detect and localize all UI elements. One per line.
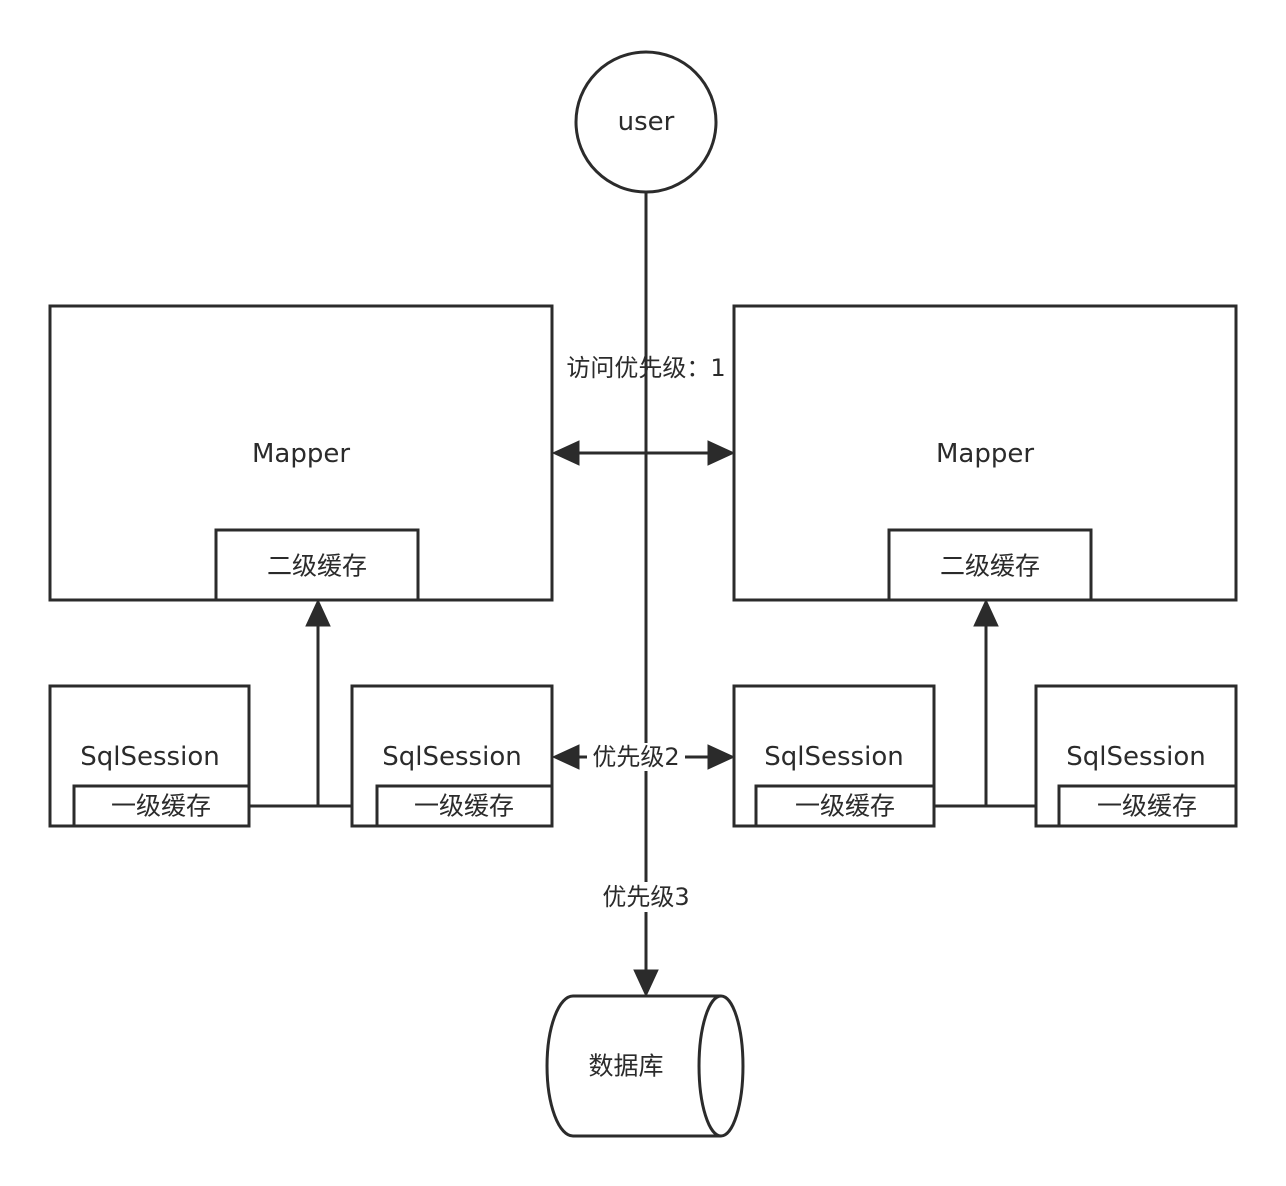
database-node: 数据库 <box>545 994 745 1138</box>
l2-cache-box: 二级缓存 <box>887 528 1093 602</box>
priority-2-label-group: 优先级2 <box>587 743 685 771</box>
l2-cache-label: 二级缓存 <box>267 552 367 581</box>
priority-3-label: 优先级3 <box>602 883 689 911</box>
mapper-title: Mapper <box>936 439 1034 469</box>
l2-cache-label: 二级缓存 <box>940 552 1040 581</box>
l1-cache-box: 一级缓存 <box>375 784 554 828</box>
priority-1-label: 访问优先级：1 <box>566 354 725 382</box>
priority-2-label: 优先级2 <box>592 743 679 771</box>
database-arrowhead <box>633 969 659 998</box>
mapper-right: Mapper 二级缓存 <box>732 304 1238 602</box>
sqlsession-title: SqlSession <box>382 742 521 772</box>
database-label: 数据库 <box>588 1052 663 1081</box>
database-cylinder-rim <box>697 994 722 1138</box>
sqlsession-4: SqlSession 一级缓存 <box>1034 684 1238 828</box>
mapper-left: Mapper 二级缓存 <box>48 304 554 602</box>
sqlsession-title: SqlSession <box>1066 742 1205 772</box>
sqlsession-title: SqlSession <box>80 742 219 772</box>
sqlsession-title: SqlSession <box>764 742 903 772</box>
l2-cache-box: 二级缓存 <box>214 528 420 602</box>
l1-cache-label: 一级缓存 <box>795 792 895 821</box>
sqlsession-2: SqlSession 一级缓存 <box>350 684 554 828</box>
user-label: user <box>618 107 675 137</box>
left-l2-cache-arrowhead <box>305 598 331 627</box>
priority-3-label-group: 优先级3 <box>597 882 695 912</box>
sqlsession-1: SqlSession 一级缓存 <box>48 684 251 828</box>
mapper-link-right-arrowhead <box>707 440 736 466</box>
session-link-right-arrowhead <box>707 744 736 770</box>
user-circle <box>574 50 718 194</box>
sqlsession-3: SqlSession 一级缓存 <box>732 684 936 828</box>
l1-cache-box: 一级缓存 <box>754 784 936 828</box>
session-link-left-arrowhead <box>551 744 580 770</box>
l1-cache-label: 一级缓存 <box>111 792 211 821</box>
l1-cache-box: 一级缓存 <box>1057 784 1238 828</box>
right-l2-cache-arrowhead <box>973 598 999 627</box>
l1-cache-label: 一级缓存 <box>414 792 514 821</box>
l1-cache-box: 一级缓存 <box>72 784 251 828</box>
priority-1-label-group: 访问优先级：1 <box>566 354 725 382</box>
mapper-link-left-arrowhead <box>551 440 580 466</box>
mapper-title: Mapper <box>252 439 350 469</box>
user-node: user <box>574 50 718 194</box>
l1-cache-label: 一级缓存 <box>1097 792 1197 821</box>
